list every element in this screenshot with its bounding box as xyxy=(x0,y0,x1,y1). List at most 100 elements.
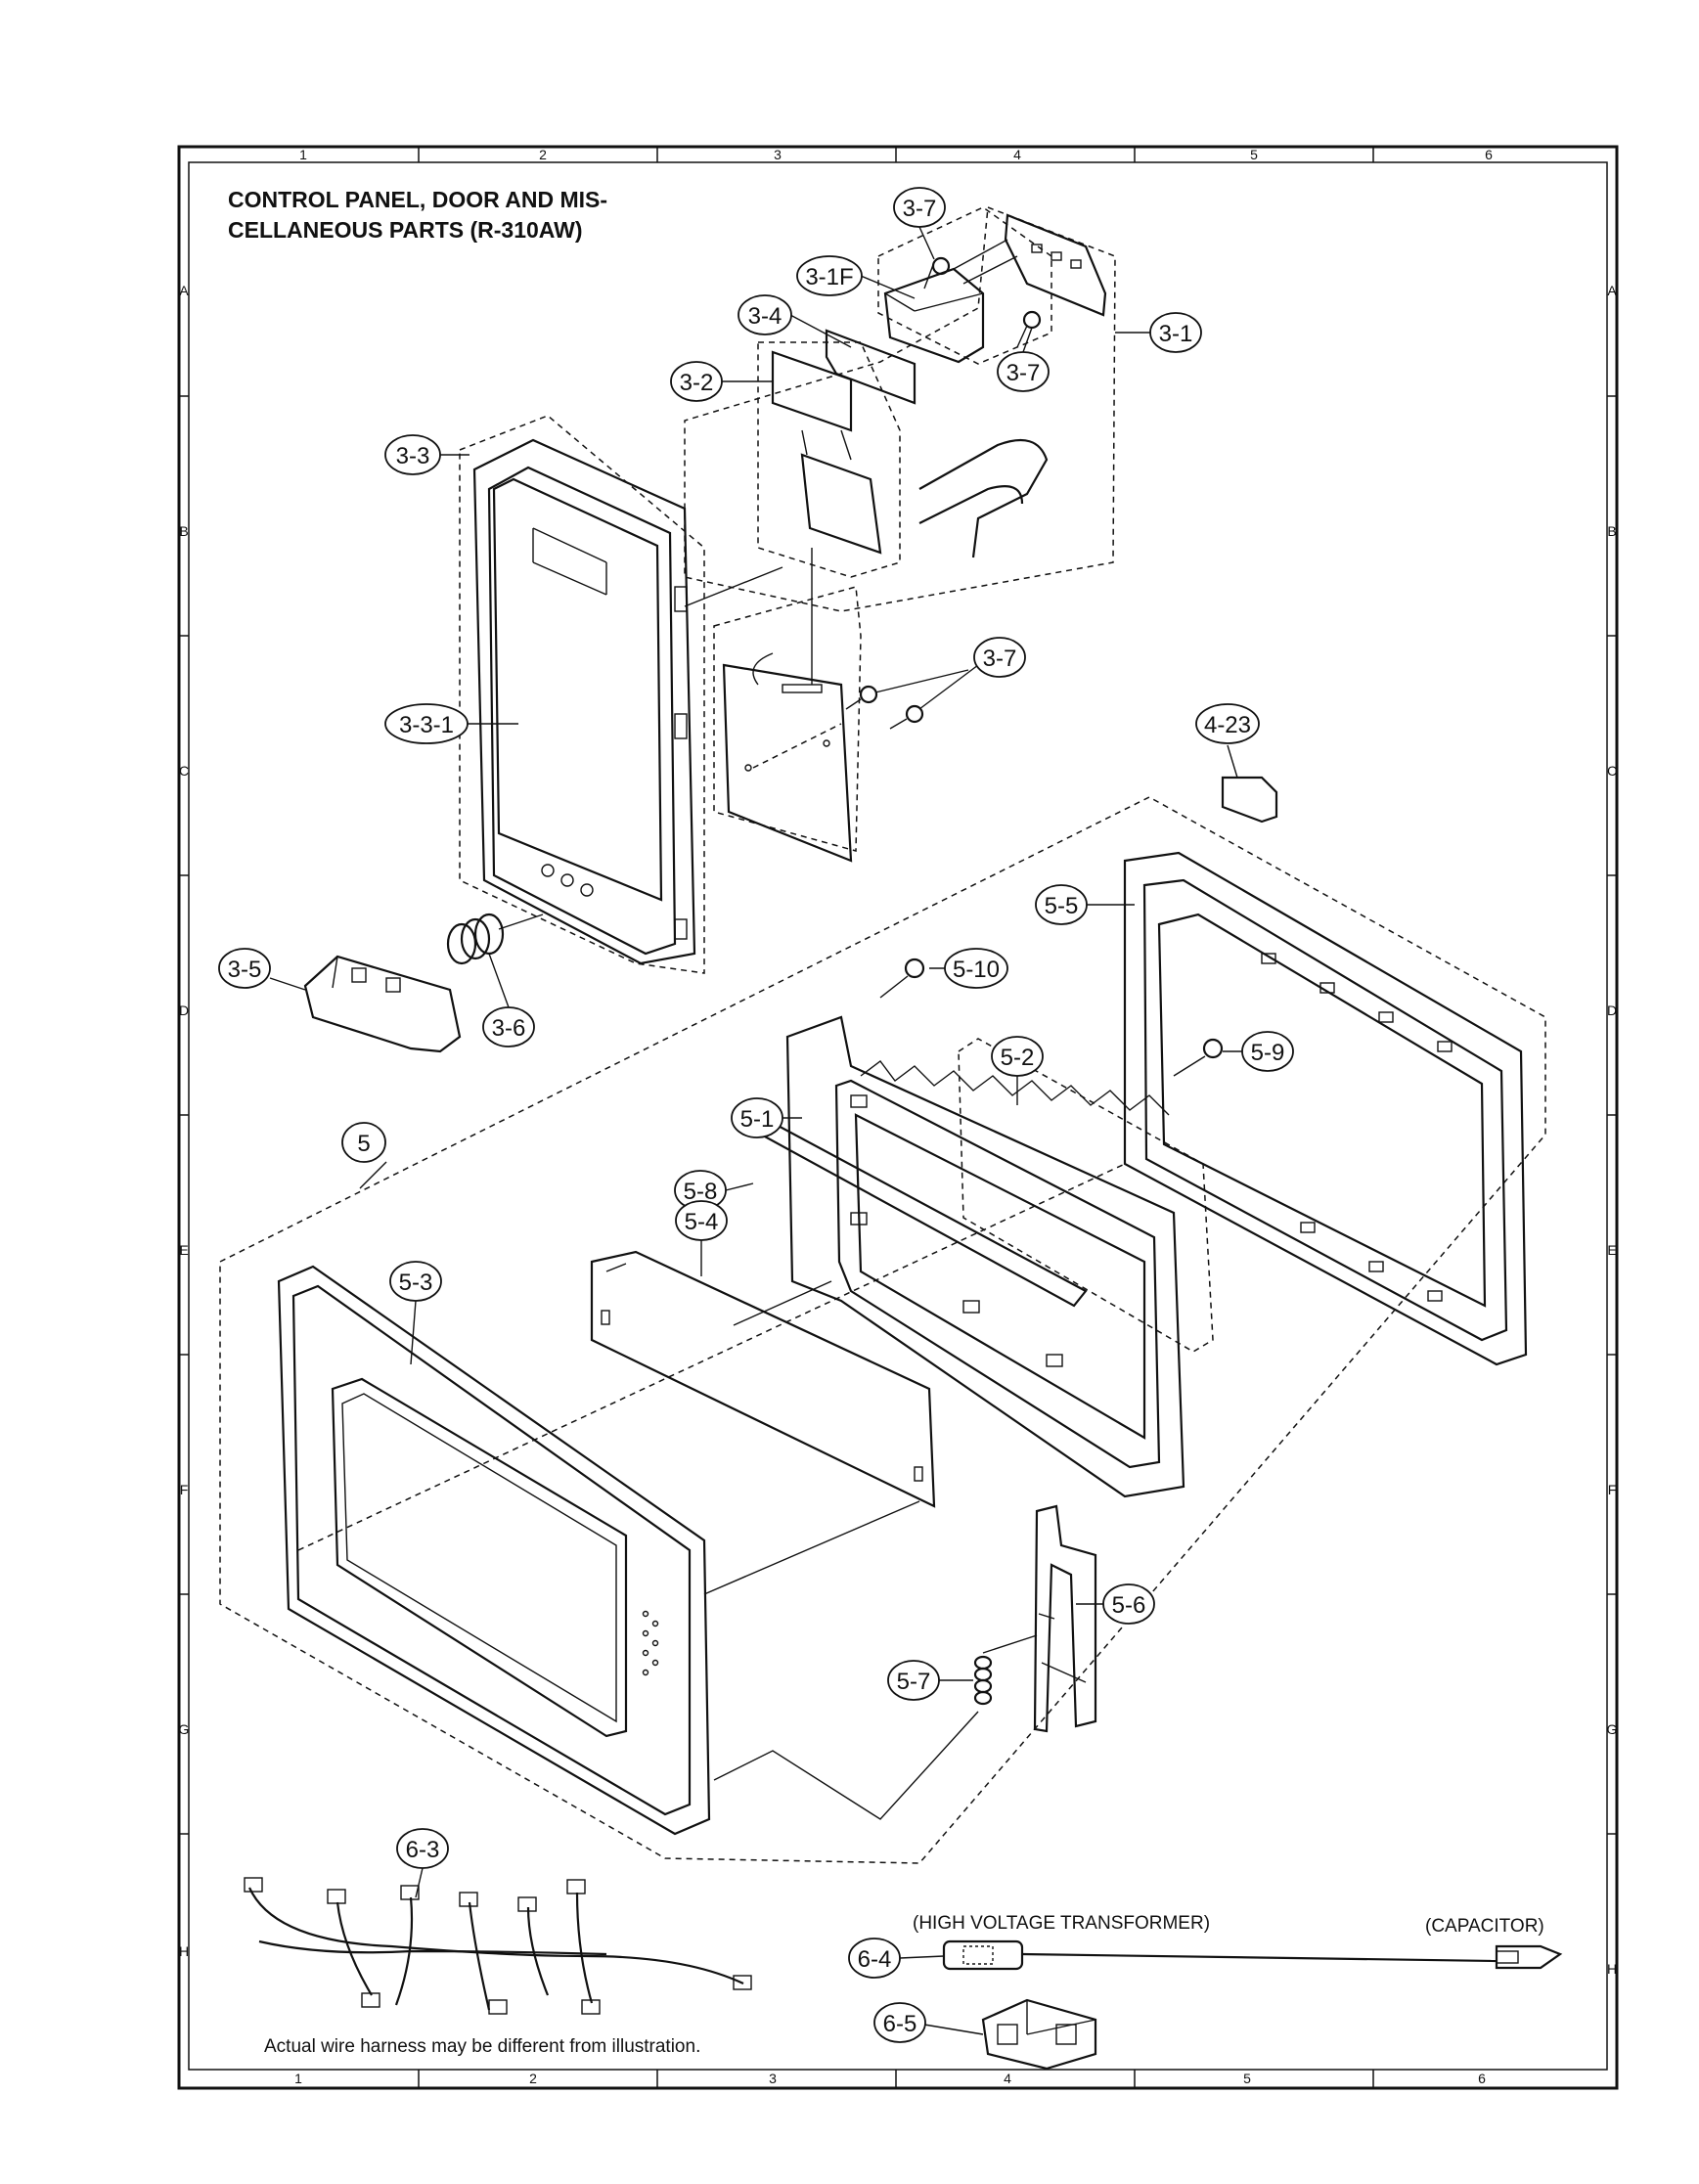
screw-part xyxy=(1173,1038,1224,1077)
screw-part xyxy=(1016,310,1042,348)
svg-text:3-7: 3-7 xyxy=(1006,360,1041,386)
grid-row-label: G xyxy=(1607,1721,1618,1737)
grid-row-label: F xyxy=(1608,1482,1617,1497)
svg-text:3-1F: 3-1F xyxy=(805,264,853,290)
screw-part xyxy=(923,256,951,290)
callout-5-9: 5-9 xyxy=(1241,1031,1294,1072)
control-pcb-part xyxy=(722,652,853,863)
control-bracket-part xyxy=(883,213,1107,364)
callout-5-3: 5-3 xyxy=(389,1261,442,1302)
grid-col-label: 4 xyxy=(1013,147,1021,162)
svg-text:5-4: 5-4 xyxy=(685,1209,719,1235)
svg-text:6-5: 6-5 xyxy=(883,2011,917,2037)
svg-text:5-3: 5-3 xyxy=(399,1270,433,1296)
grid-row-label: C xyxy=(179,763,189,779)
grid-row-label: H xyxy=(179,1943,189,1959)
grid-row-label: B xyxy=(179,523,188,539)
grid-col-label: 6 xyxy=(1478,2071,1486,2086)
grid-col-label: 4 xyxy=(1004,2071,1011,2086)
fuse-holder-part xyxy=(981,1998,1097,2071)
membrane-keypad-part xyxy=(771,350,882,555)
svg-text:5: 5 xyxy=(357,1131,370,1157)
latch-spring-part xyxy=(973,1634,1038,1706)
callout-5: 5 xyxy=(341,1122,386,1163)
callout-6-5: 6-5 xyxy=(873,2002,926,2043)
control-panel-frame-part xyxy=(472,438,696,965)
door-latch-part xyxy=(1033,1504,1097,1733)
hv-fuse-part xyxy=(942,1939,1563,1971)
svg-text:3-1: 3-1 xyxy=(1159,321,1193,347)
door-group-outline xyxy=(219,796,1546,1864)
assembly-line xyxy=(684,566,783,607)
grid-col-label: 3 xyxy=(769,2071,777,2086)
callout-4-23: 4-23 xyxy=(1195,703,1260,744)
screw-part xyxy=(845,685,878,710)
svg-text:5-2: 5-2 xyxy=(1001,1045,1035,1071)
svg-text:5-5: 5-5 xyxy=(1045,893,1079,919)
grid-row-label: F xyxy=(180,1482,189,1497)
grid-row-label: A xyxy=(179,283,189,298)
svg-text:5-7: 5-7 xyxy=(897,1669,931,1695)
shield-plate-part xyxy=(825,329,917,405)
svg-text:5-10: 5-10 xyxy=(953,957,1000,983)
harness-disclaimer: Actual wire harness may be different fro… xyxy=(264,2036,700,2057)
bracket-group-outline xyxy=(877,206,1052,365)
grid-row-label: A xyxy=(1607,283,1617,298)
pcb-group-outline xyxy=(713,586,862,852)
grid-col-label: 1 xyxy=(294,2071,302,2086)
screw-part xyxy=(889,704,924,730)
grid-row-label: B xyxy=(1607,523,1616,539)
grid-row-label: D xyxy=(1607,1003,1617,1018)
callout-3-1f: 3-1F xyxy=(796,255,863,296)
assembly-line xyxy=(703,1500,920,1595)
callout-6-4: 6-4 xyxy=(848,1938,901,1979)
control-unit-group-outline xyxy=(684,205,1116,612)
grid-col-label: 3 xyxy=(774,147,782,162)
svg-text:5-6: 5-6 xyxy=(1112,1592,1146,1619)
diagram-title-line1: CONTROL PANEL, DOOR AND MIS- xyxy=(228,187,607,212)
wire-harness-part xyxy=(244,1877,752,2015)
panel-group-outline xyxy=(459,415,705,974)
svg-text:3-4: 3-4 xyxy=(748,303,782,330)
callout-5-10: 5-10 xyxy=(944,948,1008,989)
coil-spring-part xyxy=(446,913,544,965)
assembly-line xyxy=(713,1711,979,1820)
grid-row-label: E xyxy=(1607,1242,1616,1258)
door-frame-part xyxy=(277,1265,711,1836)
grid-row-label: H xyxy=(1607,1961,1617,1977)
grid-col-label: 5 xyxy=(1250,147,1258,162)
grid-col-label: 5 xyxy=(1243,2071,1251,2086)
hv-transformer-note: (HIGH VOLTAGE TRANSFORMER) xyxy=(913,1913,1210,1934)
screw-part xyxy=(879,958,925,999)
svg-text:5-1: 5-1 xyxy=(740,1106,775,1133)
drawing-frame xyxy=(177,145,1619,2090)
choke-film-part xyxy=(958,1038,1214,1353)
callout-3-2: 3-2 xyxy=(670,361,723,402)
grid-row-label: C xyxy=(1607,763,1617,779)
svg-text:6-4: 6-4 xyxy=(858,1946,892,1973)
svg-text:3-2: 3-2 xyxy=(680,370,714,396)
grid-col-label: 2 xyxy=(529,2071,537,2086)
callout-3-7: 3-7 xyxy=(893,187,946,228)
assembly-line xyxy=(733,1280,832,1326)
callout-3-6: 3-6 xyxy=(482,1006,535,1047)
svg-text:3-6: 3-6 xyxy=(492,1015,526,1042)
latch-head-part xyxy=(1221,776,1278,824)
callout-3-1: 3-1 xyxy=(1149,312,1202,353)
grid-row-label: D xyxy=(179,1003,189,1018)
svg-text:6-3: 6-3 xyxy=(406,1837,440,1863)
callout-3-3-1: 3-3-1 xyxy=(384,703,469,744)
grid-row-label: G xyxy=(179,1721,190,1737)
svg-text:3-7: 3-7 xyxy=(903,196,937,222)
svg-text:3-5: 3-5 xyxy=(228,957,262,983)
leader-lines xyxy=(269,226,1242,2035)
callout-5-2: 5-2 xyxy=(991,1036,1044,1077)
callout-3-5: 3-5 xyxy=(218,948,271,989)
callout-5-7: 5-7 xyxy=(887,1660,940,1701)
callout-5-6: 5-6 xyxy=(1102,1583,1155,1625)
callout-5-4: 5-4 xyxy=(675,1200,728,1241)
svg-text:4-23: 4-23 xyxy=(1204,712,1251,738)
svg-text:5-9: 5-9 xyxy=(1251,1040,1285,1066)
gasket-strip-part xyxy=(740,1113,1088,1308)
